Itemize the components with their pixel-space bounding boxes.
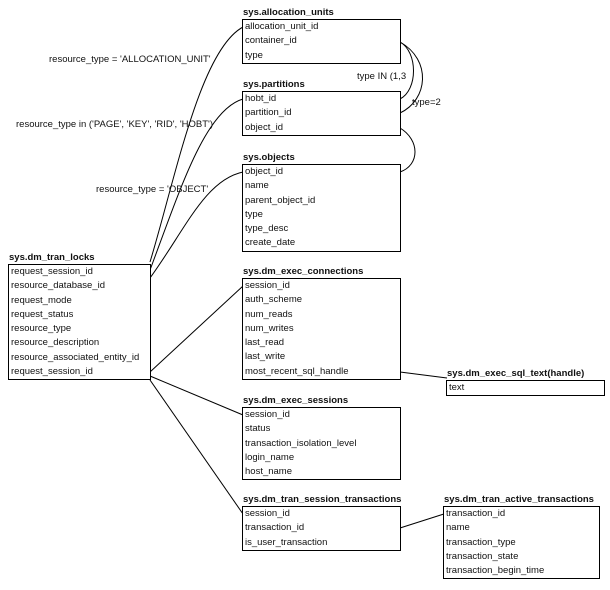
column: auth_scheme — [245, 294, 303, 306]
column: num_reads — [245, 308, 293, 320]
column: request_session_id — [11, 366, 93, 378]
column-list: session_id status transaction_isolation_… — [242, 407, 401, 481]
column: request_status — [11, 308, 74, 320]
column: object_id — [245, 121, 284, 133]
column: most_recent_sql_handle — [245, 365, 349, 377]
label-object: resource_type = 'OBJECT' — [96, 184, 209, 195]
table-allocation-units: sys.allocation_units allocation_unit_id … — [242, 7, 401, 64]
table-title: sys.dm_exec_sessions — [243, 395, 349, 406]
column: request_mode — [11, 294, 72, 306]
table-title: sys.objects — [243, 152, 295, 163]
label-page-key-rid-hobt: resource_type in ('PAGE', 'KEY', 'RID', … — [16, 119, 213, 130]
column: session_id — [245, 508, 290, 519]
column: last_read — [245, 337, 285, 349]
column: text — [449, 382, 465, 393]
column: name — [446, 522, 470, 534]
column: session_id — [245, 280, 290, 291]
table-exec-sql-text: sys.dm_exec_sql_text(handle) text — [446, 368, 605, 397]
table-title: sys.dm_tran_active_transactions — [444, 494, 594, 505]
column-list: session_id auth_scheme num_reads num_wri… — [242, 278, 401, 381]
column: host_name — [245, 466, 293, 478]
column: resource_type — [11, 323, 72, 335]
column: transaction_id — [245, 522, 305, 534]
column: resource_description — [11, 337, 100, 349]
column: transaction_type — [446, 536, 516, 548]
column: session_id — [245, 409, 290, 420]
table-title: sys.allocation_units — [243, 7, 334, 18]
column: transaction_state — [446, 550, 519, 562]
column: parent_object_id — [245, 194, 316, 206]
column: name — [245, 180, 269, 192]
table-session-transactions: sys.dm_tran_session_transactions session… — [242, 494, 401, 551]
link-connections-sql-text — [399, 371, 448, 379]
table-title: sys.dm_tran_session_transactions — [243, 494, 402, 505]
label-type-in: type IN (1,3 — [357, 71, 407, 82]
link-locks-connections — [149, 285, 244, 373]
table-exec-connections: sys.dm_exec_connections session_id auth_… — [242, 266, 401, 381]
link-partitions-objects — [399, 127, 416, 173]
column: login_name — [245, 451, 295, 463]
link-session-active-transactions — [399, 512, 448, 529]
column: transaction_isolation_level — [245, 437, 357, 449]
label-allocation-unit: resource_type = 'ALLOCATION_UNIT' — [49, 54, 211, 65]
column-list: hobt_id partition_id object_id — [242, 91, 401, 136]
column: hobt_id — [245, 93, 277, 104]
column: partition_id — [245, 107, 292, 119]
column: type_desc — [245, 223, 289, 235]
column: create_date — [245, 237, 296, 249]
table-title: sys.dm_exec_sql_text(handle) — [447, 368, 585, 379]
column: type — [245, 49, 263, 61]
table-objects: sys.objects object_id name parent_object… — [242, 152, 401, 252]
table-partitions: sys.partitions hobt_id partition_id obje… — [242, 79, 401, 136]
column-list: request_session_id resource_database_id … — [8, 264, 151, 381]
column-list: text — [446, 380, 605, 397]
table-title: sys.dm_tran_locks — [9, 252, 95, 263]
label-type-eq: type=2 — [412, 97, 441, 108]
column-list: allocation_unit_id container_id type — [242, 19, 401, 64]
column: resource_associated_entity_id — [11, 351, 140, 363]
link-locks-sessions — [149, 375, 244, 416]
column: is_user_transaction — [245, 536, 328, 548]
table-title: sys.partitions — [243, 79, 305, 90]
table-tran-locks: sys.dm_tran_locks request_session_id res… — [8, 252, 151, 381]
column: last_write — [245, 351, 286, 363]
table-title: sys.dm_exec_connections — [243, 266, 364, 277]
column: type — [245, 208, 263, 220]
column: container_id — [245, 35, 297, 47]
column: transaction_id — [446, 508, 506, 519]
table-active-transactions: sys.dm_tran_active_transactions transact… — [443, 494, 600, 580]
column: num_writes — [245, 322, 294, 334]
column-list: object_id name parent_object_id type typ… — [242, 164, 401, 252]
column: resource_database_id — [11, 280, 106, 292]
link-locks-session-transactions — [149, 379, 244, 515]
column: status — [245, 423, 271, 435]
column: object_id — [245, 166, 284, 177]
table-exec-sessions: sys.dm_exec_sessions session_id status t… — [242, 395, 401, 481]
column-list: transaction_id name transaction_type tra… — [443, 506, 600, 580]
column: request_session_id — [11, 266, 93, 277]
column-list: session_id transaction_id is_user_transa… — [242, 506, 401, 551]
column: transaction_begin_time — [446, 565, 545, 577]
column: allocation_unit_id — [245, 21, 319, 32]
